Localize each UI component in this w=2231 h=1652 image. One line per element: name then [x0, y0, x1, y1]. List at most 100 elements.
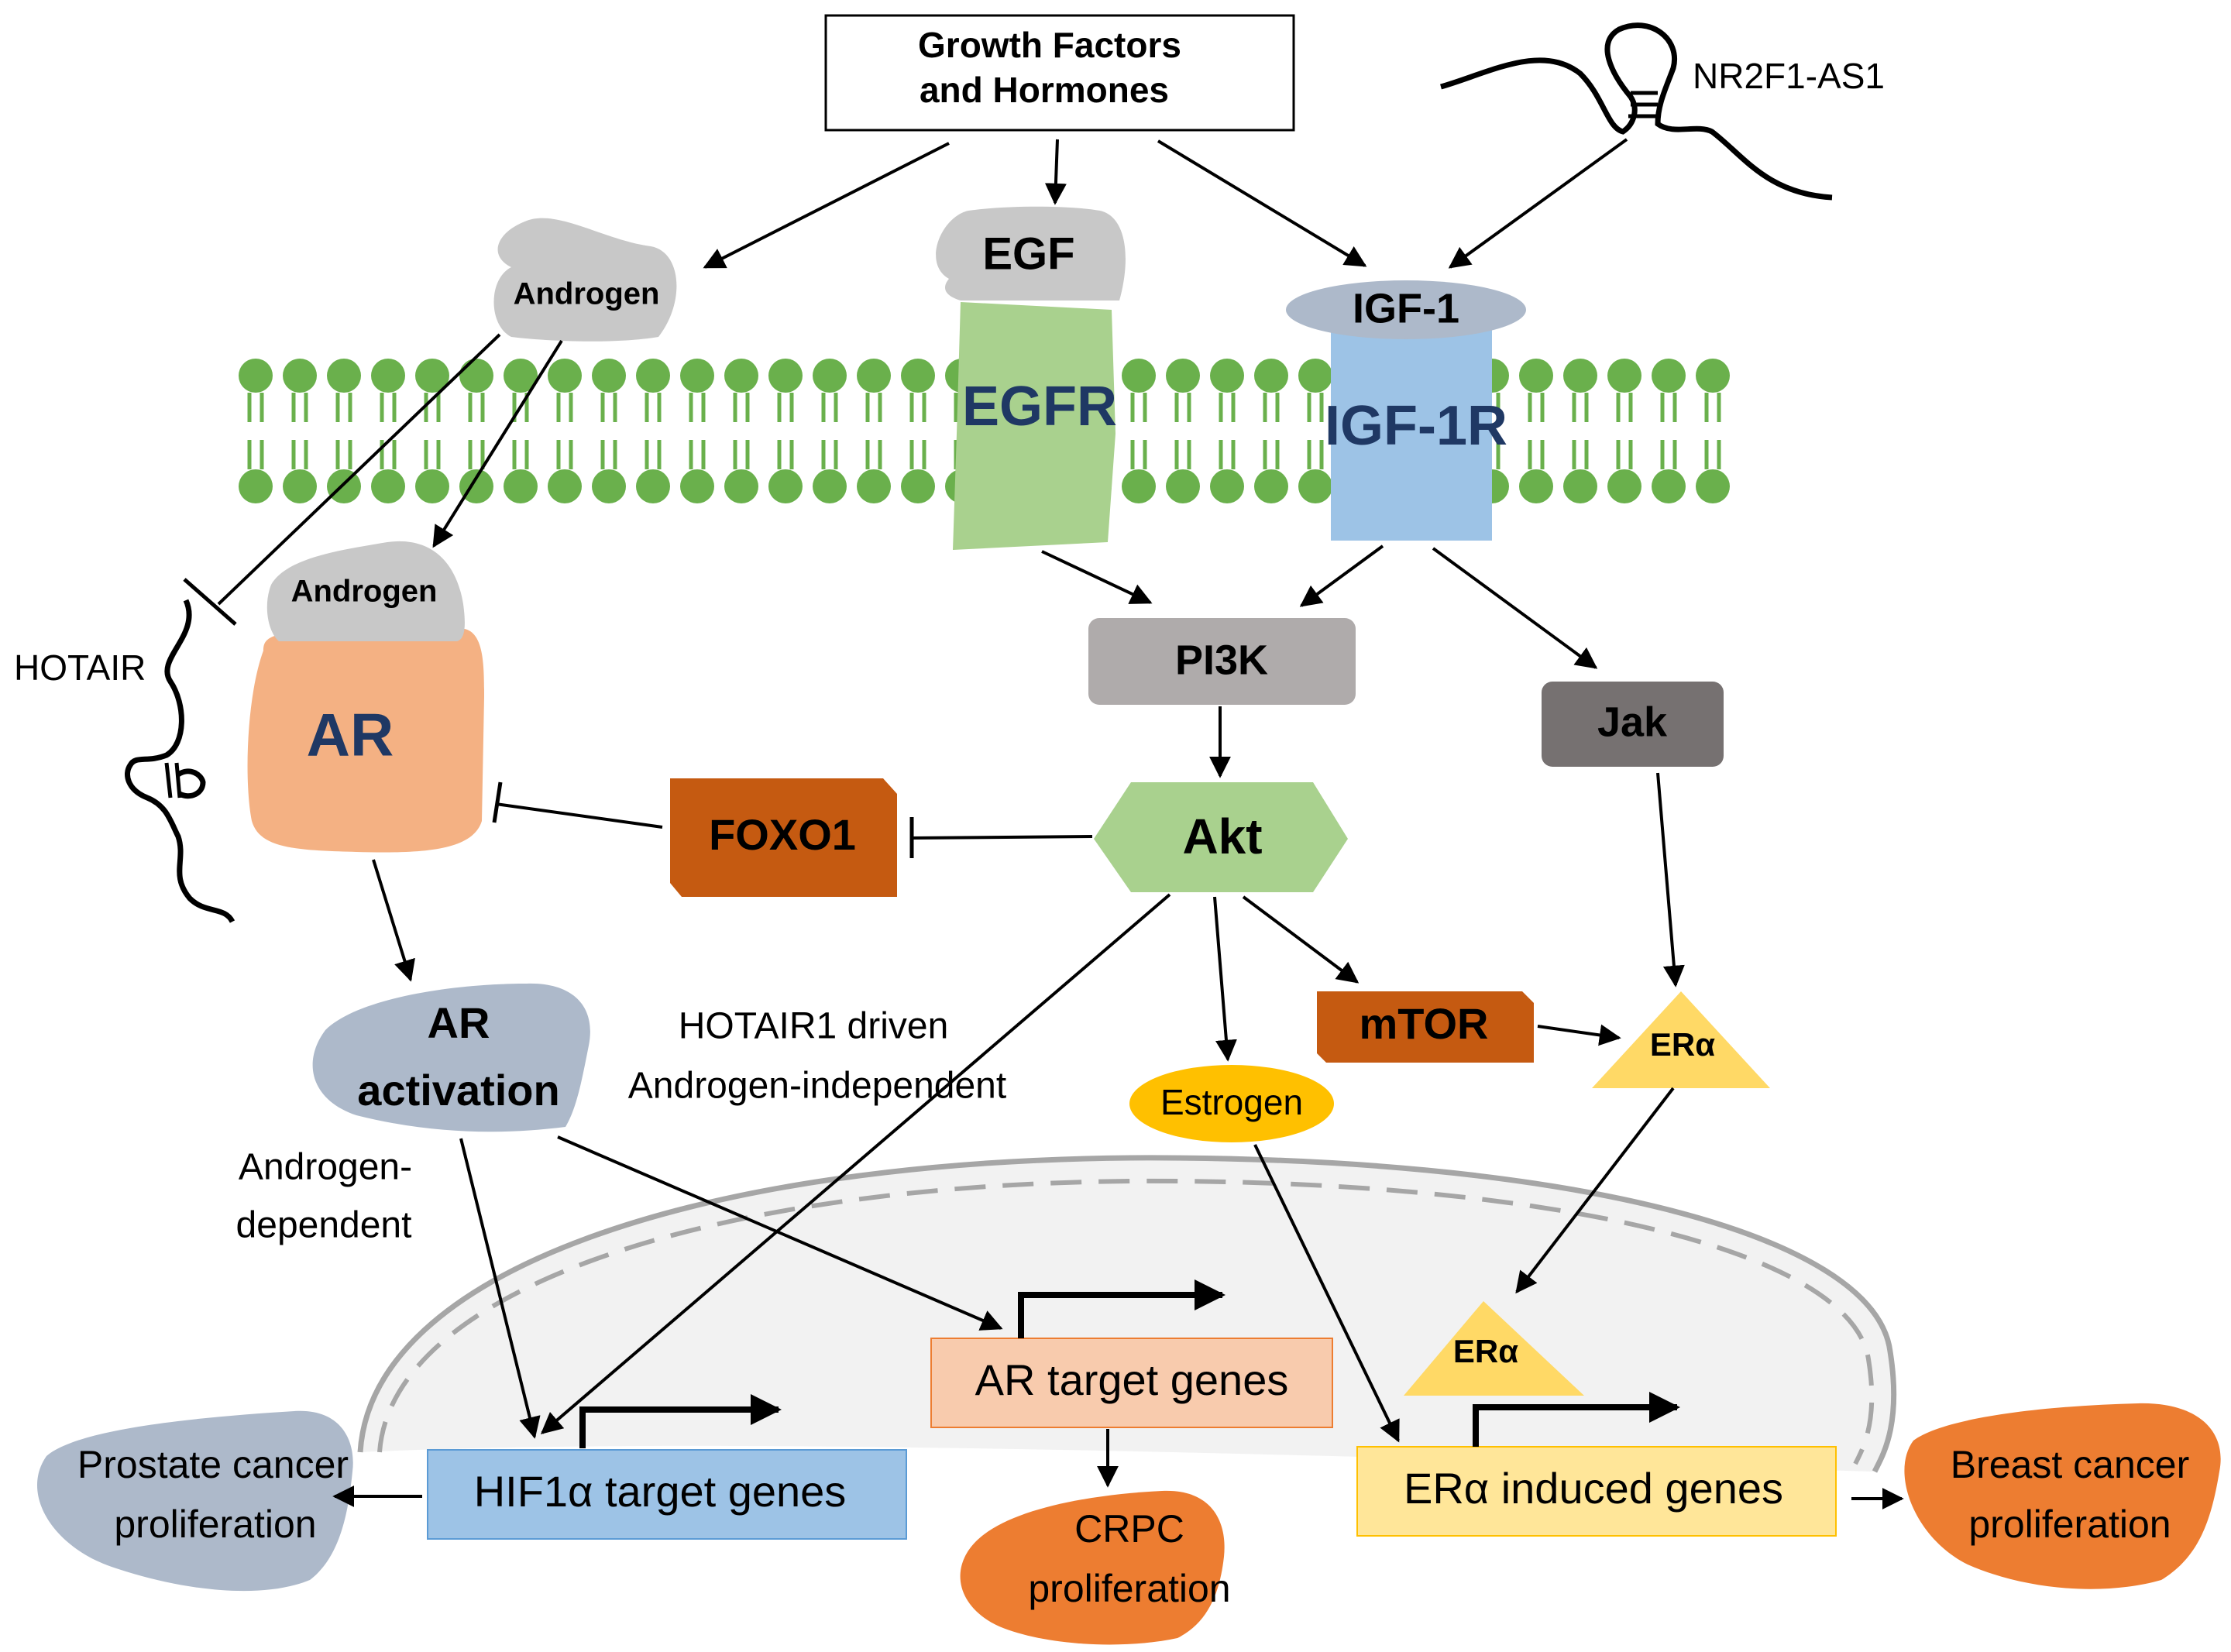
igf1-label: IGF-1 — [1353, 285, 1459, 331]
membrane-head-outer — [1652, 359, 1686, 393]
membrane-head-inner — [1607, 469, 1641, 503]
membrane-head-outer — [415, 359, 449, 393]
ar-target-genes-box: AR target genes — [930, 1338, 1333, 1428]
inhibit-foxo1-to-ar — [495, 802, 663, 829]
membrane-head-inner — [813, 469, 847, 503]
membrane-head-inner — [548, 469, 582, 503]
estrogen-node: Estrogen — [1129, 1065, 1334, 1142]
membrane-lipid-tail — [512, 393, 529, 469]
estrogen-label: Estrogen — [1160, 1082, 1303, 1122]
membrane-head-outer — [459, 359, 493, 393]
hotair1-driven-annotation: HOTAIR1 driven Androgen-independent — [628, 1006, 1006, 1107]
membrane-lipid-tail — [1174, 393, 1191, 469]
foxo1-label: FOXO1 — [709, 810, 856, 859]
egfr-receptor: EGFR — [953, 302, 1117, 550]
ar-label: AR — [307, 701, 394, 769]
membrane-lipid-tail — [1528, 393, 1545, 469]
inhibition-edges — [183, 333, 1093, 858]
growth-factors-line2: and Hormones — [920, 70, 1169, 110]
inhibit-androgen-to-hotair — [217, 333, 501, 606]
activation-arrows — [332, 138, 1904, 1509]
pi3k-label: PI3K — [1175, 637, 1268, 683]
jak-label: Jak — [1597, 699, 1668, 745]
membrane-lipid-tail — [865, 393, 882, 469]
androgen-dependent-line1: Androgen- — [239, 1147, 412, 1188]
membrane-lipid-tail — [1660, 393, 1677, 469]
membrane-lipid-tail — [1219, 393, 1236, 469]
edge-mtor-to-era — [1537, 1024, 1621, 1046]
membrane-head-inner — [239, 469, 273, 503]
igf1-ligand: IGF-1 — [1286, 280, 1526, 339]
membrane-head-inner — [1696, 469, 1730, 503]
edge-igf1r-to-pi3k — [1299, 544, 1384, 607]
membrane-lipid-tail — [335, 393, 352, 469]
membrane-lipid-tail — [291, 393, 308, 469]
membrane-head-outer — [1563, 359, 1597, 393]
membrane-head-outer — [504, 359, 538, 393]
membrane-lipid-tail — [556, 393, 573, 469]
membrane-lipid-tail — [424, 393, 441, 469]
membrane-head-inner — [680, 469, 714, 503]
edge-androgen-to-ar — [432, 339, 563, 548]
membrane-lipid-tail — [1130, 393, 1147, 469]
inhibit-akt-to-foxo1 — [912, 835, 1093, 840]
hotair1-driven-line2: Androgen-independent — [628, 1066, 1006, 1107]
edge-gf-to-egf — [1044, 139, 1067, 205]
membrane-head-outer — [327, 359, 361, 393]
ar-activation-line2: activation — [357, 1066, 559, 1114]
era-nucleus-node: ERα — [1404, 1301, 1584, 1396]
nr2f1-as1-label: NR2F1-AS1 — [1693, 56, 1885, 96]
membrane-head-inner — [857, 469, 891, 503]
membrane-lipid-tail — [733, 393, 750, 469]
membrane-head-inner — [1519, 469, 1553, 503]
hotair1-driven-line1: HOTAIR1 driven — [679, 1006, 949, 1047]
era-cytoplasm-label: ERα — [1650, 1026, 1715, 1063]
androgen-dependent-line2: dependent — [236, 1205, 412, 1246]
androgen-bound-label: Androgen — [291, 575, 438, 609]
membrane-head-inner — [1652, 469, 1686, 503]
transcription-start-arrows — [579, 1279, 1680, 1448]
membrane-head-outer — [1519, 359, 1553, 393]
membrane-head-outer — [1122, 359, 1156, 393]
egf-label: EGF — [982, 228, 1074, 279]
ar-target-genes-label: AR target genes — [975, 1355, 1289, 1404]
membrane-head-outer — [548, 359, 582, 393]
membrane-head-inner — [1254, 469, 1288, 503]
membrane-head-outer — [592, 359, 626, 393]
edge-gf-to-igf1 — [1157, 139, 1367, 267]
edge-akt-to-hif1a — [540, 893, 1171, 1434]
growth-factors-line1: Growth Factors — [918, 25, 1181, 65]
hotair-label: HOTAIR — [14, 647, 146, 688]
hotair-rna-icon: HOTAIR — [14, 599, 235, 923]
edge-igf1r-to-jak — [1432, 547, 1598, 669]
membrane-head-inner — [1166, 469, 1200, 503]
membrane-lipid-tail — [247, 393, 264, 469]
membrane-head-inner — [371, 469, 405, 503]
membrane-head-outer — [283, 359, 317, 393]
membrane-lipid-tail — [645, 393, 662, 469]
prostate-cancer-proliferation-node: Prostate cancer proliferation — [36, 1410, 353, 1592]
membrane-head-outer — [901, 359, 935, 393]
edge-era-to-era-nucleus — [1515, 1087, 1675, 1294]
crpc-proliferation-node: CRPC proliferation — [960, 1490, 1231, 1645]
membrane-head-outer — [1210, 359, 1244, 393]
edge-nr2f1-to-igf1 — [1448, 138, 1628, 269]
ar-activation-node: AR activation — [312, 983, 590, 1132]
igf1r-label: IGF-1R — [1325, 395, 1507, 457]
membrane-lipid-tail — [468, 393, 485, 469]
membrane-lipid-tail — [909, 393, 926, 469]
akt-label: Akt — [1182, 809, 1262, 864]
mtor-node: mTOR — [1317, 991, 1534, 1063]
membrane-head-outer — [724, 359, 758, 393]
membrane-head-outer — [813, 359, 847, 393]
membrane-head-outer — [768, 359, 803, 393]
ar-activation-line1: AR — [428, 998, 490, 1047]
jak-node: Jak — [1542, 682, 1724, 767]
foxo1-node: FOXO1 — [670, 778, 897, 897]
membrane-head-inner — [1298, 469, 1332, 503]
membrane-head-inner — [901, 469, 935, 503]
edge-akt-to-mtor — [1242, 895, 1360, 984]
breast-prolif-line2: proliferation — [1968, 1503, 2171, 1546]
edge-gf-to-androgen — [703, 142, 950, 269]
